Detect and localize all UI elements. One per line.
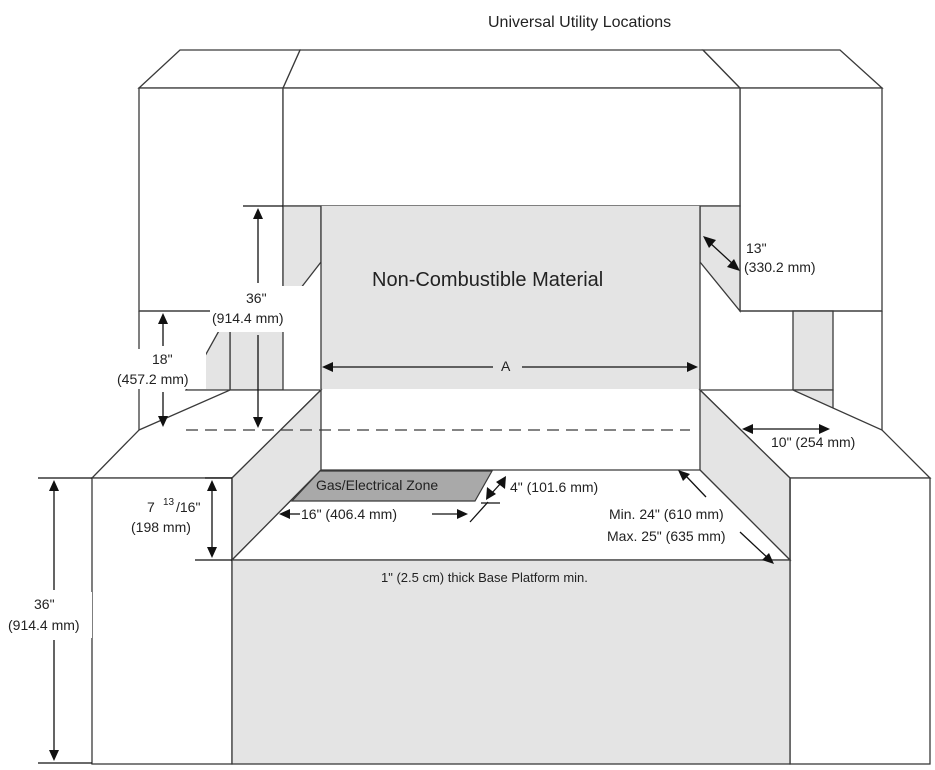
dim-lower36-arrow-bottom [49,750,59,761]
dim-13-arrow-bottom [727,259,740,271]
dim-a-arrow-right [687,362,698,372]
dim-upper36-mm: (914.4 mm) [212,310,284,326]
dim-upper36-arrow-top [253,208,263,219]
dim-4-ext-line [469,501,489,523]
dim-10-arrow-left [742,424,753,434]
dim-10-label: 10" (254 mm) [771,434,855,450]
upper-top-face [281,49,742,89]
dim-depth-arrow-bottom [762,553,774,564]
dim-upper36-arrow-bottom [253,417,263,428]
diagram-title: Universal Utility Locations [488,14,671,31]
dim-depth-line-bottom [739,531,771,561]
dimension-13: 13" (330.2 mm) [703,236,816,275]
dim-18-arrow-bottom [158,416,168,427]
dim-13-in: 13" [746,240,767,256]
right-base-cabinet [789,477,931,765]
upper-cabinet-assembly [137,49,884,312]
dim-7-whole: 7 [147,499,155,515]
right-upper-cabinet [739,87,883,312]
right-lower-recess-shade [792,310,834,391]
center-hood-front [282,87,741,207]
dim-16-label: 16" (406.4 mm) [301,506,397,522]
right-recess-shade [699,205,741,313]
dim-a-arrow-left [322,362,333,372]
dimension-7-13-16: 7 13 /16" (198 mm) [130,477,232,561]
dimension-16: 16" (406.4 mm) [279,506,468,522]
dim-13-arrow-top [703,236,716,248]
dim-7-arrow-top [207,480,217,491]
dim-4-arrow-top [496,476,506,489]
dim-lower36-label-bg [8,592,92,638]
dim-depth-max: Max. 25" (635 mm) [607,528,726,544]
dimension-upper-36: 36" (914.4 mm) [210,205,306,428]
dimension-a: A [322,358,698,374]
dimension-depth: Min. 24" (610 mm) Max. 25" (635 mm) [607,470,774,564]
dim-a-label: A [501,358,511,374]
dim-lower36-mm: (914.4 mm) [8,617,80,633]
dim-upper36-label-bg [210,286,306,332]
dimension-4: 4" (101.6 mm) [469,476,598,523]
dim-7-arrow-bottom [207,547,217,558]
dim-13-line [708,241,735,266]
dim-4-label: 4" (101.6 mm) [510,479,598,495]
gas-electrical-zone [290,470,494,502]
base-platform-label: 1" (2.5 cm) thick Base Platform min. [381,570,588,585]
dim-18-label-bg [116,349,206,389]
dim-7-mm: (198 mm) [131,519,191,535]
dim-depth-line-top [685,475,707,498]
base-platform [231,559,791,765]
dimension-lower-36: 36" (914.4 mm) [8,477,92,764]
dim-18-mm: (457.2 mm) [117,371,189,387]
dim-depth-min: Min. 24" (610 mm) [609,506,724,522]
dim-7-numerator: 13 [163,497,175,508]
left-upper-cabinet [138,87,284,312]
dim-13-mm: (330.2 mm) [744,259,816,275]
dim-18-arrow-top [158,313,168,324]
dim-4-arrow-bottom [486,487,496,500]
dim-16-arrow-right [457,509,468,519]
dim-depth-arrow-top [678,470,690,481]
gas-electrical-zone-label: Gas/Electrical Zone [316,477,438,493]
dim-upper36-in: 36" [246,290,267,306]
dim-lower36-arrow-top [49,480,59,491]
dimension-10: 10" (254 mm) [742,424,855,450]
side-counters [90,389,932,765]
left-upper-roof [137,49,302,89]
dim-7-label-bg [130,494,208,538]
dim-18-in: 18" [152,351,173,367]
dim-10-arrow-right [819,424,830,434]
dim-lower36-in: 36" [34,596,55,612]
dim-7-denominator: /16" [176,499,200,515]
non-combustible-label: Non-Combustible Material [372,269,603,291]
dim-16-arrow-left [279,509,290,519]
non-combustible-wall [321,206,700,389]
dimension-18: 18" (457.2 mm) [116,313,206,427]
